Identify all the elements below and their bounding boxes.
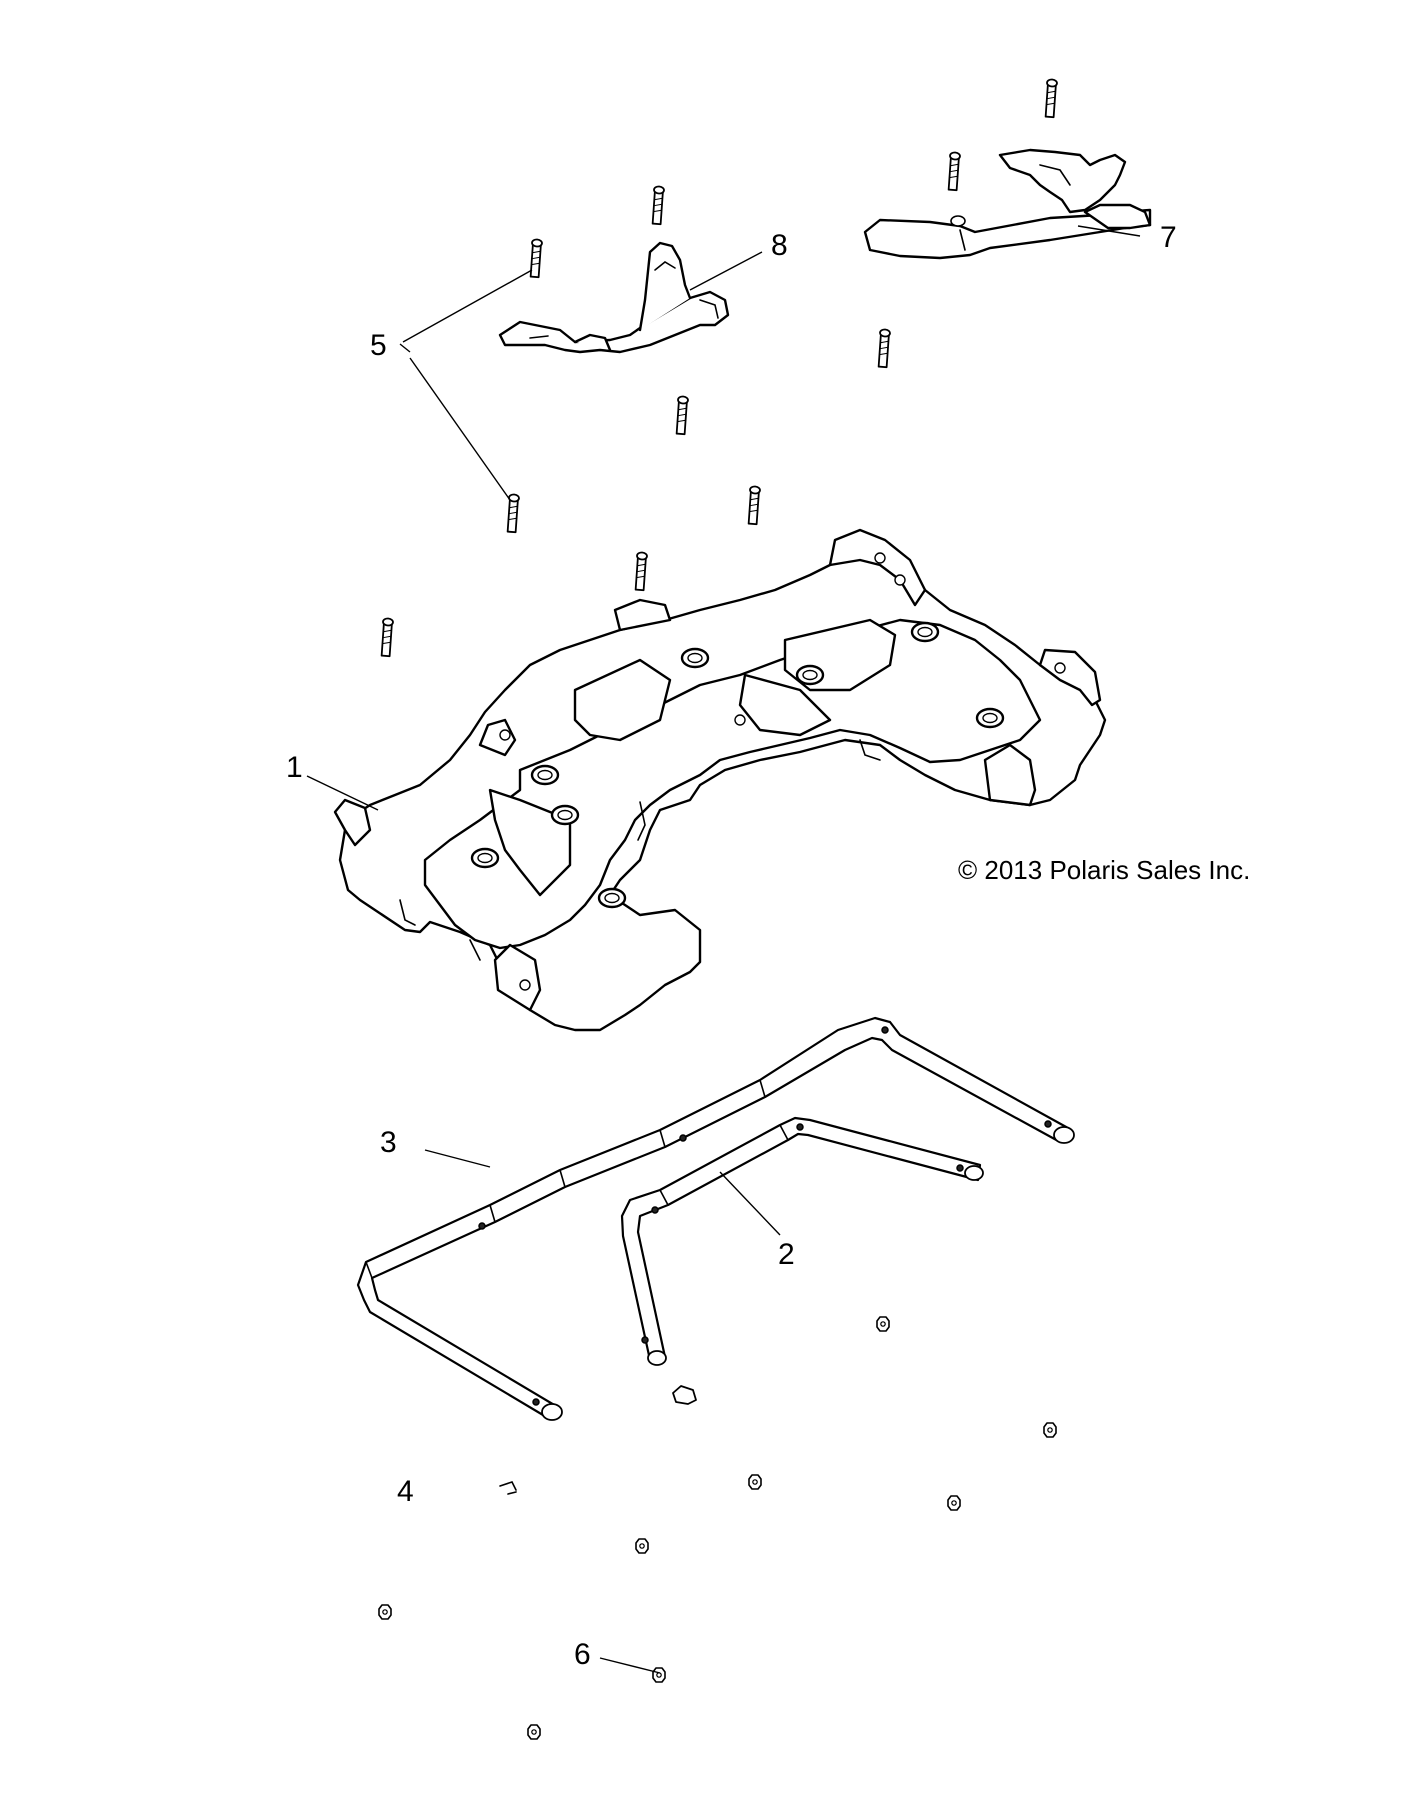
callout-leaders <box>306 225 1141 1674</box>
rail-part-3 <box>356 1016 1075 1421</box>
callout-3: 3 <box>380 1126 397 1159</box>
bracket-part-8 <box>498 241 730 354</box>
callout-2: 2 <box>778 1238 795 1271</box>
rack-frame-part-1 <box>333 528 1107 1032</box>
callout-6: 6 <box>574 1638 591 1671</box>
callout-7: 7 <box>1160 221 1177 254</box>
copyright-notice: © 2013 Polaris Sales Inc. <box>958 855 1250 885</box>
callout-4: 4 <box>397 1475 414 1508</box>
fasteners-part-4-6 <box>378 1316 1057 1740</box>
frame-holes <box>470 621 1005 909</box>
callout-labels: 1 2 3 4 5 6 7 8 <box>286 221 1177 1671</box>
screws-part-5 <box>379 78 1059 658</box>
bracket-part-7 <box>863 148 1152 260</box>
callout-5: 5 <box>370 329 387 362</box>
rail-part-2 <box>620 1116 984 1366</box>
callout-1: 1 <box>286 751 303 784</box>
callout-8: 8 <box>771 229 788 262</box>
